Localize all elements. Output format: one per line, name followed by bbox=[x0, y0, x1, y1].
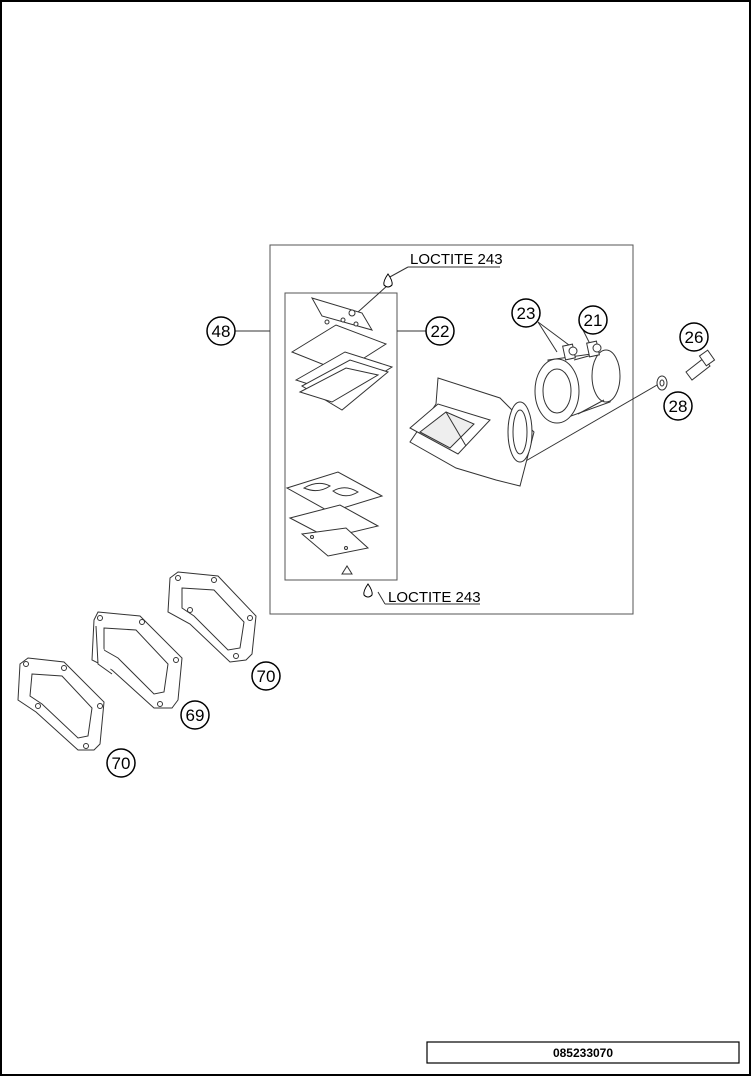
assembly-box-22 bbox=[284, 292, 398, 581]
svg-text:22: 22 bbox=[431, 322, 450, 341]
callout-69: 69 bbox=[180, 700, 210, 730]
reed-valve-block bbox=[409, 377, 535, 487]
svg-text:70: 70 bbox=[112, 754, 131, 773]
document-number: 085233070 bbox=[553, 1046, 613, 1060]
hose-clamp-screws bbox=[562, 340, 602, 361]
gasket-70-lower bbox=[17, 657, 105, 751]
reed-gasket-plates bbox=[285, 471, 384, 575]
callout-28: 28 bbox=[663, 391, 693, 421]
svg-text:21: 21 bbox=[584, 311, 603, 330]
callout-21: 21 bbox=[578, 305, 608, 335]
intake-manifold bbox=[534, 349, 621, 424]
callout-23: 23 bbox=[511, 298, 541, 328]
callout-26: 26 bbox=[679, 322, 709, 352]
svg-text:23: 23 bbox=[517, 304, 536, 323]
svg-text:69: 69 bbox=[186, 706, 205, 725]
leader-lines bbox=[235, 266, 665, 605]
svg-text:48: 48 bbox=[212, 322, 231, 341]
gasket-70-upper bbox=[167, 571, 257, 663]
loctite-drop-icon bbox=[383, 273, 393, 288]
gasket-69-middle bbox=[91, 611, 183, 709]
screw-26 bbox=[685, 349, 716, 381]
loctite-drop-icon bbox=[363, 583, 373, 598]
loctite-label-bottom: LOCTITE 243 bbox=[388, 589, 481, 606]
callout-22: 22 bbox=[425, 316, 455, 346]
document-number-box bbox=[426, 1041, 740, 1064]
reed-petal-plates bbox=[290, 297, 394, 411]
svg-text:26: 26 bbox=[685, 328, 704, 347]
svg-text:28: 28 bbox=[669, 397, 688, 416]
callout-70-lower: 70 bbox=[106, 748, 136, 778]
svg-text:70: 70 bbox=[257, 667, 276, 686]
assembly-box-48 bbox=[269, 244, 634, 615]
washer-28 bbox=[656, 375, 668, 391]
loctite-label-top: LOCTITE 243 bbox=[410, 251, 503, 268]
callout-48: 48 bbox=[206, 316, 236, 346]
callout-70-upper: 70 bbox=[251, 661, 281, 691]
